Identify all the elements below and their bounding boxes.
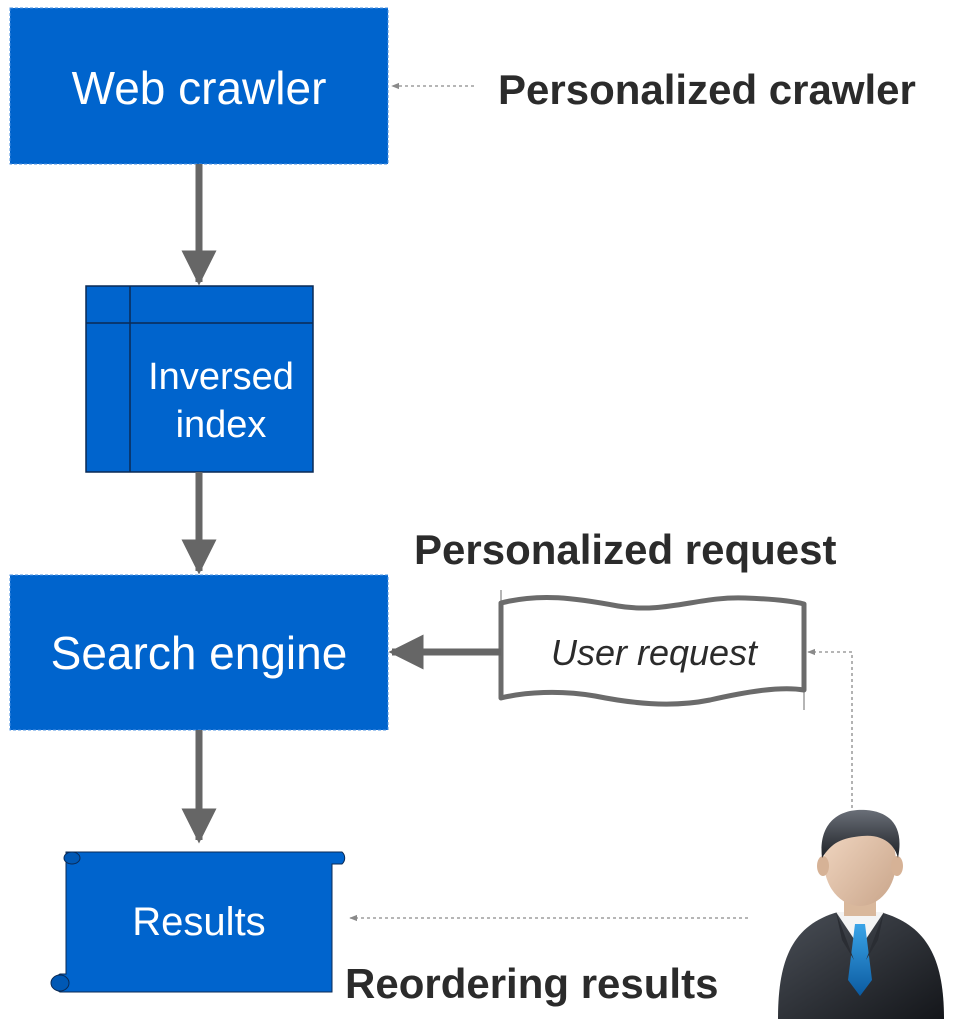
reordering-results-label: Reordering results [345, 960, 718, 1007]
personalized-crawler-label: Personalized crawler [498, 66, 916, 113]
inversed-index-node: Inversed index [85, 285, 314, 473]
user-request-node: User request [498, 590, 807, 710]
results-label: Results [132, 900, 265, 944]
inversed-index-label-line1: Inversed [148, 356, 294, 398]
search-engine-node: Search engine [9, 574, 389, 731]
search-engine-label: Search engine [51, 627, 348, 679]
web-crawler-node: Web crawler [9, 7, 389, 165]
user-request-label: User request [551, 632, 759, 673]
inversed-index-label-line2: index [176, 404, 267, 446]
results-node: Results [50, 851, 346, 993]
user-to-request-link [807, 648, 853, 814]
businessman-user-icon [778, 809, 944, 1019]
web-crawler-label: Web crawler [72, 62, 327, 114]
personalized-request-label: Personalized request [414, 526, 836, 573]
